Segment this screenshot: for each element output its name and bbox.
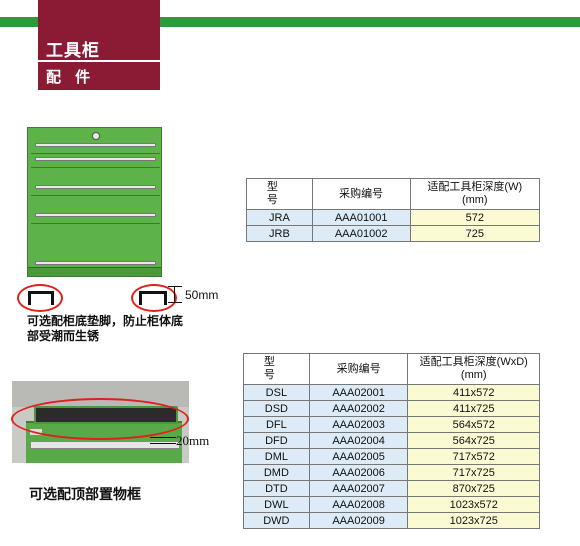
lock-icon — [92, 132, 100, 140]
header-depth: 适配工具柜深度(WxD)(mm) — [407, 353, 540, 385]
drawer-handle — [35, 143, 156, 147]
tray-caption: 可选配顶部置物框 — [29, 486, 141, 502]
drawer-handle — [35, 157, 156, 161]
drawer-handle — [35, 261, 156, 265]
table-header-row: 型 号 采购编号 适配工具柜深度(WxD)(mm) — [243, 353, 540, 385]
table-row: JRA AAA01001 572 — [246, 209, 541, 226]
drawer-seam — [31, 153, 160, 154]
drawer-seam — [31, 195, 160, 196]
feet-caption: 可选配柜底垫脚，防止柜体底部受潮而生锈 — [27, 314, 184, 343]
title-block: 工具柜 配 件 — [38, 0, 160, 90]
header-model: 型 号 — [246, 178, 313, 210]
drawer-handle — [35, 185, 156, 189]
drawer-handle — [35, 213, 156, 217]
table-row: JRB AAA01002 725 — [246, 225, 541, 242]
left-foot-pad — [28, 291, 54, 305]
tray-highlight — [11, 398, 189, 440]
page-title: 工具柜 — [46, 41, 100, 60]
right-foot-pad — [139, 291, 167, 305]
table-header-row: 型 号 采购编号 适配工具柜深度(W)(mm) — [246, 178, 541, 210]
right-foot-highlight — [131, 284, 177, 312]
page-subtitle: 配 件 — [46, 69, 96, 86]
title-divider — [38, 60, 160, 62]
foot-dimension-label: 50mm — [185, 288, 219, 302]
cabinet-base — [28, 267, 161, 276]
tray-dimension-label: 20mm — [176, 433, 210, 448]
drawer-seam — [31, 223, 160, 224]
header-model: 型 号 — [243, 353, 310, 385]
header-purchase-code: 采购编号 — [308, 353, 409, 385]
header-green-bar — [0, 17, 580, 27]
left-foot-highlight — [17, 284, 63, 312]
drawer-seam — [31, 167, 160, 168]
tool-cabinet-illustration — [27, 127, 162, 277]
foot-pad-spec-table: 型 号 采购编号 适配工具柜深度(W)(mm) JRA AAA01001 572… — [246, 178, 541, 242]
header-depth: 适配工具柜深度(W)(mm) — [409, 178, 541, 210]
header-purchase-code: 采购编号 — [311, 178, 411, 210]
